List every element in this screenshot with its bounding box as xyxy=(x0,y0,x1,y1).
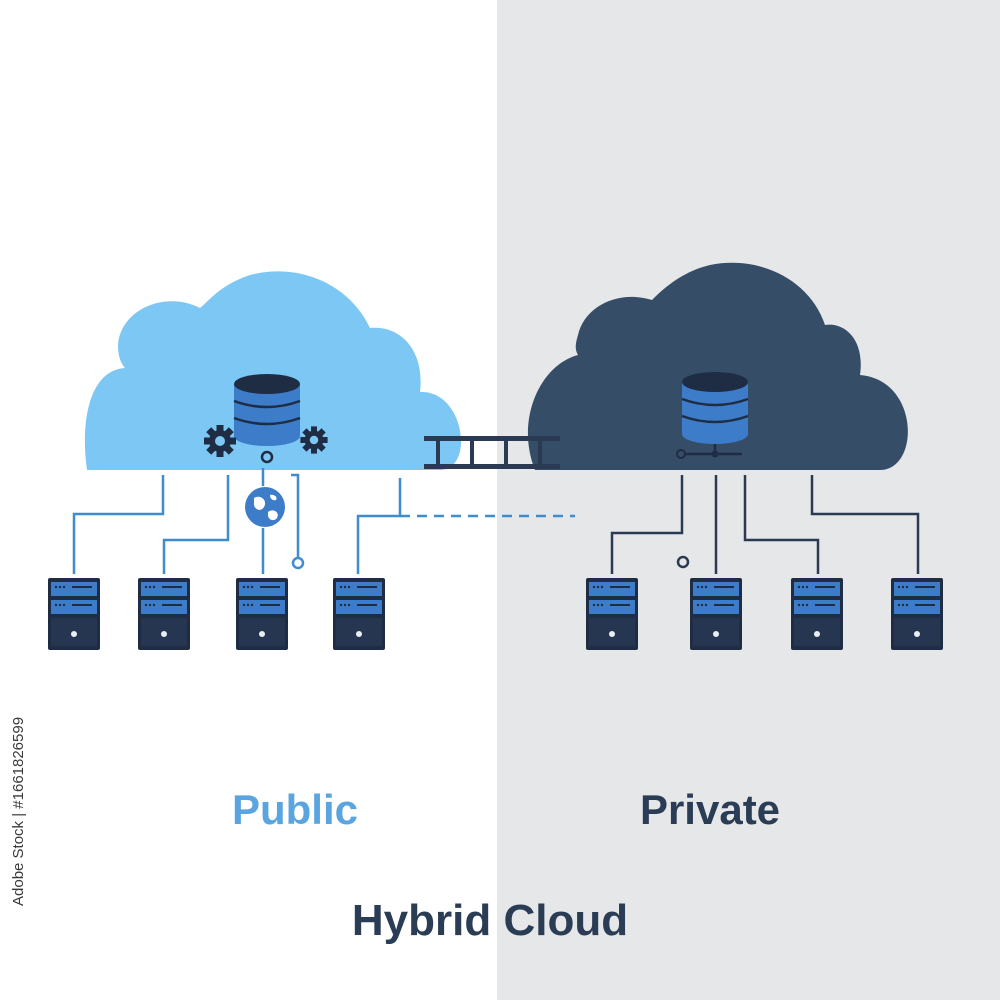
public-cloud xyxy=(84,271,462,470)
server-icon xyxy=(791,578,843,650)
database-icon xyxy=(232,372,302,448)
stock-id-watermark: Adobe Stock | #1661826599 xyxy=(10,717,32,906)
database-icon xyxy=(680,370,750,446)
private-cloud xyxy=(527,262,908,470)
private-label: Private xyxy=(639,786,781,833)
diagram-title: Hybrid Cloud xyxy=(351,896,629,945)
server-icon xyxy=(891,578,943,650)
gear-icon xyxy=(300,426,328,454)
gear-icon xyxy=(204,425,236,457)
public-connection-lines xyxy=(72,473,575,574)
public-label: Public xyxy=(231,786,359,833)
server-icon xyxy=(690,578,742,650)
private-side-background xyxy=(497,0,1000,1000)
server-icon xyxy=(138,578,190,650)
server-icon xyxy=(333,578,385,650)
stock-id-text: Adobe Stock | #1661826599 xyxy=(10,716,27,906)
globe-icon xyxy=(245,468,285,527)
node-dot-icon xyxy=(260,450,274,464)
private-connection-lines xyxy=(610,475,920,574)
network-node-icon xyxy=(676,444,742,459)
server-icon xyxy=(586,578,638,650)
server-icon xyxy=(236,578,288,650)
server-icon xyxy=(48,578,100,650)
bridge-icon xyxy=(424,436,560,469)
